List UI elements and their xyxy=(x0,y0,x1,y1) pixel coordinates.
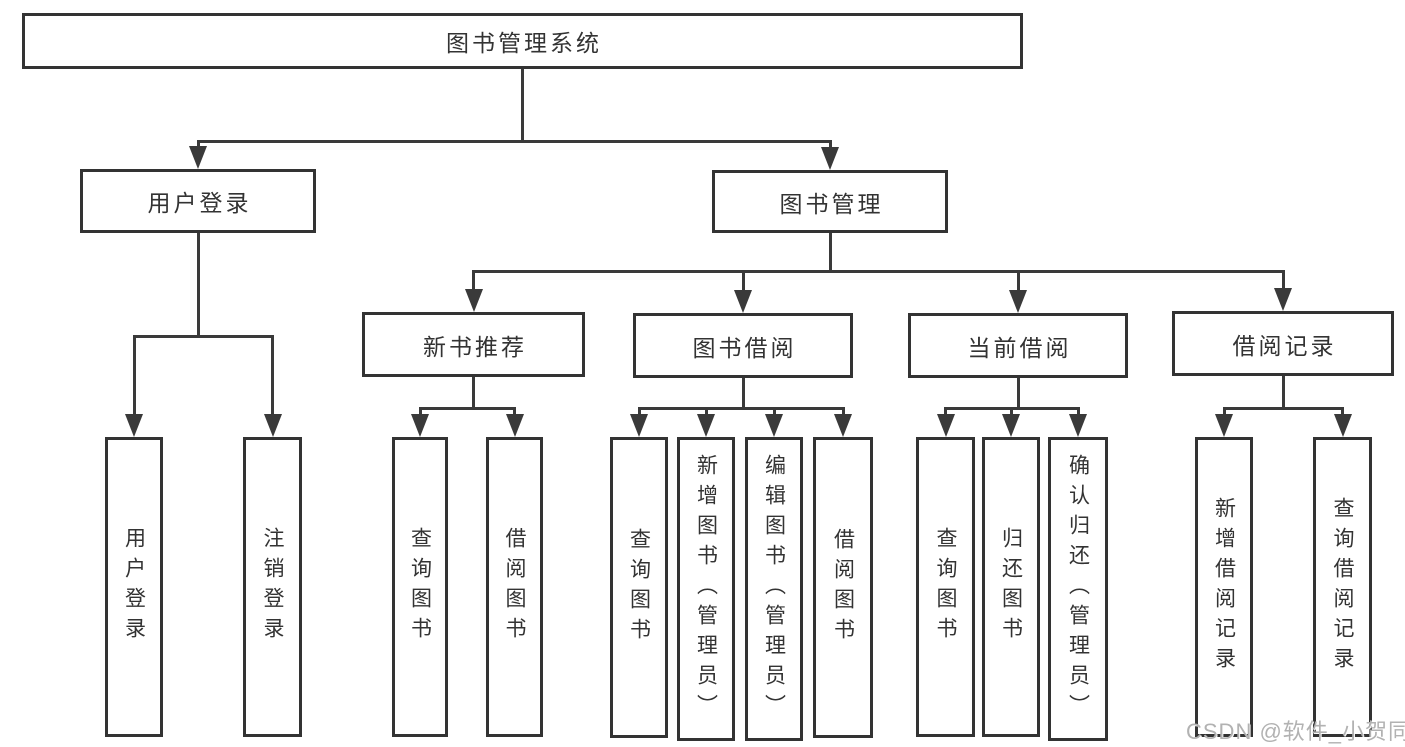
node-borrow-rec: 借阅记录 xyxy=(1172,311,1394,376)
node-book-borrow: 图书借阅 xyxy=(633,313,853,378)
node-br-add: 新增借阅记录 xyxy=(1195,437,1253,737)
arrow-down-icon-cb-query xyxy=(936,414,955,437)
node-cb-confirm: 确认归还（管理员） xyxy=(1048,437,1108,741)
node-label-br-query: 查询借阅记录 xyxy=(1331,497,1354,677)
connector-drop-borrow-rec xyxy=(1281,270,1285,290)
connector-drop-logout xyxy=(271,335,274,416)
node-label-bb-add: 新增图书（管理员） xyxy=(694,454,718,724)
connector-drop-bb-borrow xyxy=(841,407,845,416)
connector-drop-nr-borrow xyxy=(513,407,516,416)
connector-drop-login xyxy=(132,335,136,416)
connector-rail-book-mgmt xyxy=(472,270,1285,273)
node-label-logout: 注销登录 xyxy=(261,527,284,647)
connector-drop-nr-query xyxy=(418,407,422,416)
connector-rail-book-borrow xyxy=(637,407,845,410)
connector-rail-user-login xyxy=(132,335,274,338)
arrow-down-icon-new-rec xyxy=(464,289,483,312)
node-label-book-mgmt: 图书管理 xyxy=(779,190,884,217)
connector-drop-book-borrow xyxy=(741,270,745,292)
connector-stem-root xyxy=(521,69,524,143)
connector-stem-borrow-rec xyxy=(1281,376,1285,410)
node-label-cb-query: 查询图书 xyxy=(934,527,957,647)
node-bb-borrow: 借阅图书 xyxy=(813,437,873,738)
connector-drop-bb-add xyxy=(704,407,708,416)
node-bb-add: 新增图书（管理员） xyxy=(677,437,735,741)
arrow-down-icon-book-mgmt xyxy=(821,147,839,170)
connector-drop-br-query xyxy=(1341,407,1344,416)
node-label-nr-query: 查询图书 xyxy=(408,527,432,647)
arrow-down-icon-book-borrow xyxy=(734,290,752,313)
connector-drop-cur-borrow xyxy=(1016,270,1020,292)
arrow-down-icon-cur-borrow xyxy=(1009,290,1027,313)
connector-drop-book-mgmt xyxy=(828,140,832,149)
node-book-mgmt: 图书管理 xyxy=(712,170,948,233)
arrow-down-icon-cb-confirm xyxy=(1069,414,1087,437)
node-label-login: 用户登录 xyxy=(122,527,146,647)
node-label-bb-borrow: 借阅图书 xyxy=(831,527,855,648)
connector-stem-new-rec xyxy=(472,377,475,410)
connector-drop-cb-query xyxy=(944,407,947,416)
node-label-borrow-rec: 借阅记录 xyxy=(1232,332,1337,359)
connector-drop-cb-return xyxy=(1009,407,1013,416)
connector-drop-bb-edit xyxy=(772,407,776,416)
connector-drop-bb-query xyxy=(637,407,641,416)
node-label-bb-edit: 编辑图书（管理员） xyxy=(762,454,786,724)
node-label-user-login: 用户登录 xyxy=(147,190,252,216)
connector-stem-cur-borrow xyxy=(1016,378,1020,410)
node-label-cur-borrow: 当前借阅 xyxy=(967,334,1072,361)
node-new-rec: 新书推荐 xyxy=(362,312,585,377)
node-label-bb-query: 查询图书 xyxy=(627,527,651,648)
node-label-book-borrow: 图书借阅 xyxy=(692,334,797,361)
connector-stem-book-borrow xyxy=(741,378,745,410)
arrow-down-icon-logout xyxy=(263,414,282,437)
node-cb-return: 归还图书 xyxy=(982,437,1040,737)
node-label-root: 图书管理系统 xyxy=(446,30,602,56)
csdn-watermark: CSDN @软件_小贺同学 xyxy=(1186,719,1405,744)
connector-drop-user-login xyxy=(196,140,200,148)
node-label-cb-return: 归还图书 xyxy=(999,527,1023,647)
node-br-query: 查询借阅记录 xyxy=(1313,437,1372,737)
node-nr-borrow: 借阅图书 xyxy=(486,437,543,737)
connector-drop-cb-confirm xyxy=(1076,407,1080,416)
connector-rail-borrow-rec xyxy=(1222,407,1344,410)
arrow-down-icon-borrow-rec xyxy=(1274,288,1292,311)
arrow-down-icon-login xyxy=(125,414,143,437)
arrow-down-icon-bb-add xyxy=(697,414,715,437)
arrow-down-icon-cb-return xyxy=(1002,414,1020,437)
node-user-login: 用户登录 xyxy=(80,169,316,233)
node-bb-query: 查询图书 xyxy=(610,437,668,738)
arrow-down-icon-bb-borrow xyxy=(834,414,852,437)
node-login: 用户登录 xyxy=(105,437,163,737)
arrow-down-icon-nr-borrow xyxy=(505,414,524,437)
arrow-down-icon-nr-query xyxy=(411,414,429,437)
node-logout: 注销登录 xyxy=(243,437,302,737)
node-label-br-add: 新增借阅记录 xyxy=(1212,497,1236,677)
connector-stem-book-mgmt xyxy=(828,233,832,273)
node-cur-borrow: 当前借阅 xyxy=(908,313,1128,378)
node-nr-query: 查询图书 xyxy=(392,437,448,737)
arrow-down-icon-br-query xyxy=(1333,414,1352,437)
node-bb-edit: 编辑图书（管理员） xyxy=(745,437,803,741)
connector-rail-root xyxy=(196,140,832,143)
arrow-down-icon-br-add xyxy=(1215,414,1233,437)
node-label-cb-confirm: 确认归还（管理员） xyxy=(1066,454,1090,724)
node-cb-query: 查询图书 xyxy=(916,437,975,737)
connector-rail-new-rec xyxy=(418,407,516,410)
arrow-down-icon-bb-query xyxy=(630,414,648,437)
arrow-down-icon-user-login xyxy=(189,146,207,169)
connector-drop-br-add xyxy=(1222,407,1226,416)
node-label-new-rec: 新书推荐 xyxy=(423,333,527,360)
arrow-down-icon-bb-edit xyxy=(765,414,783,437)
node-label-nr-borrow: 借阅图书 xyxy=(503,527,526,647)
connector-stem-user-login xyxy=(196,233,200,338)
connector-drop-new-rec xyxy=(472,270,475,291)
node-root: 图书管理系统 xyxy=(22,13,1023,69)
